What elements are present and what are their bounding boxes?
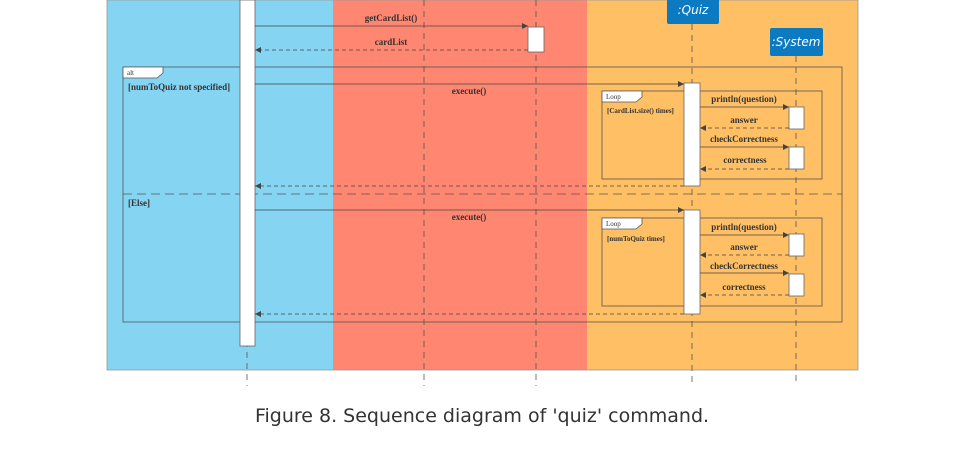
msg-answer-2: answer	[730, 242, 758, 252]
loop-2-label: Loop	[606, 220, 621, 228]
alt-label: alt	[127, 69, 134, 77]
activation-bar-cardlist	[527, 26, 545, 53]
lane-blue	[107, 0, 333, 370]
loop-1-guard: [CardList.size() times]	[607, 107, 674, 115]
loop-fragment-2-tab	[601, 217, 643, 230]
msg-correctness-1: correctness	[723, 155, 767, 165]
msg-execute-2: execute()	[452, 212, 486, 222]
msg-execute-1: execute()	[452, 86, 486, 96]
participant-quiz-label: :Quiz	[678, 3, 709, 17]
loop-fragment-1	[601, 90, 823, 180]
lanes-border	[106, 0, 859, 371]
activation-bar-quiz-1	[683, 82, 701, 187]
activation-bar-system-1	[788, 106, 805, 130]
loop-2-guard: [numToQuiz times]	[607, 235, 665, 243]
participant-system-label: :System	[772, 35, 821, 49]
msg-card-list: cardList	[375, 37, 408, 47]
figure-caption: Figure 8. Sequence diagram of 'quiz' com…	[254, 405, 710, 427]
msg-println-1: println(question)	[711, 94, 777, 104]
activation-bar-quiz-2	[683, 209, 701, 315]
activation-bar-system-2	[788, 146, 805, 170]
activation-bar-system-4	[788, 273, 805, 297]
alt-guard-2: [Else]	[128, 198, 150, 208]
loop-fragment-2	[601, 217, 823, 307]
lane-orange	[587, 0, 858, 370]
alt-guard-1: [numToQuiz not specified]	[128, 82, 230, 92]
alt-fragment	[122, 66, 843, 323]
loop-fragment-1-tab	[601, 90, 643, 103]
alt-fragment-tab	[122, 66, 164, 79]
msg-println-2: println(question)	[711, 222, 777, 232]
msg-check-2: checkCorrectness	[710, 261, 778, 271]
lane-red	[333, 0, 587, 370]
activation-bar-system-3	[788, 233, 805, 257]
msg-check-1: checkCorrectness	[710, 134, 778, 144]
participant-system	[770, 28, 823, 56]
activation-bar-main	[239, 0, 256, 347]
msg-answer-1: answer	[730, 115, 758, 125]
msg-correctness-2: correctness	[722, 282, 766, 292]
participant-quiz	[667, 0, 719, 24]
msg-get-card-list: getCardList()	[365, 13, 418, 23]
loop-1-label: Loop	[606, 93, 621, 101]
